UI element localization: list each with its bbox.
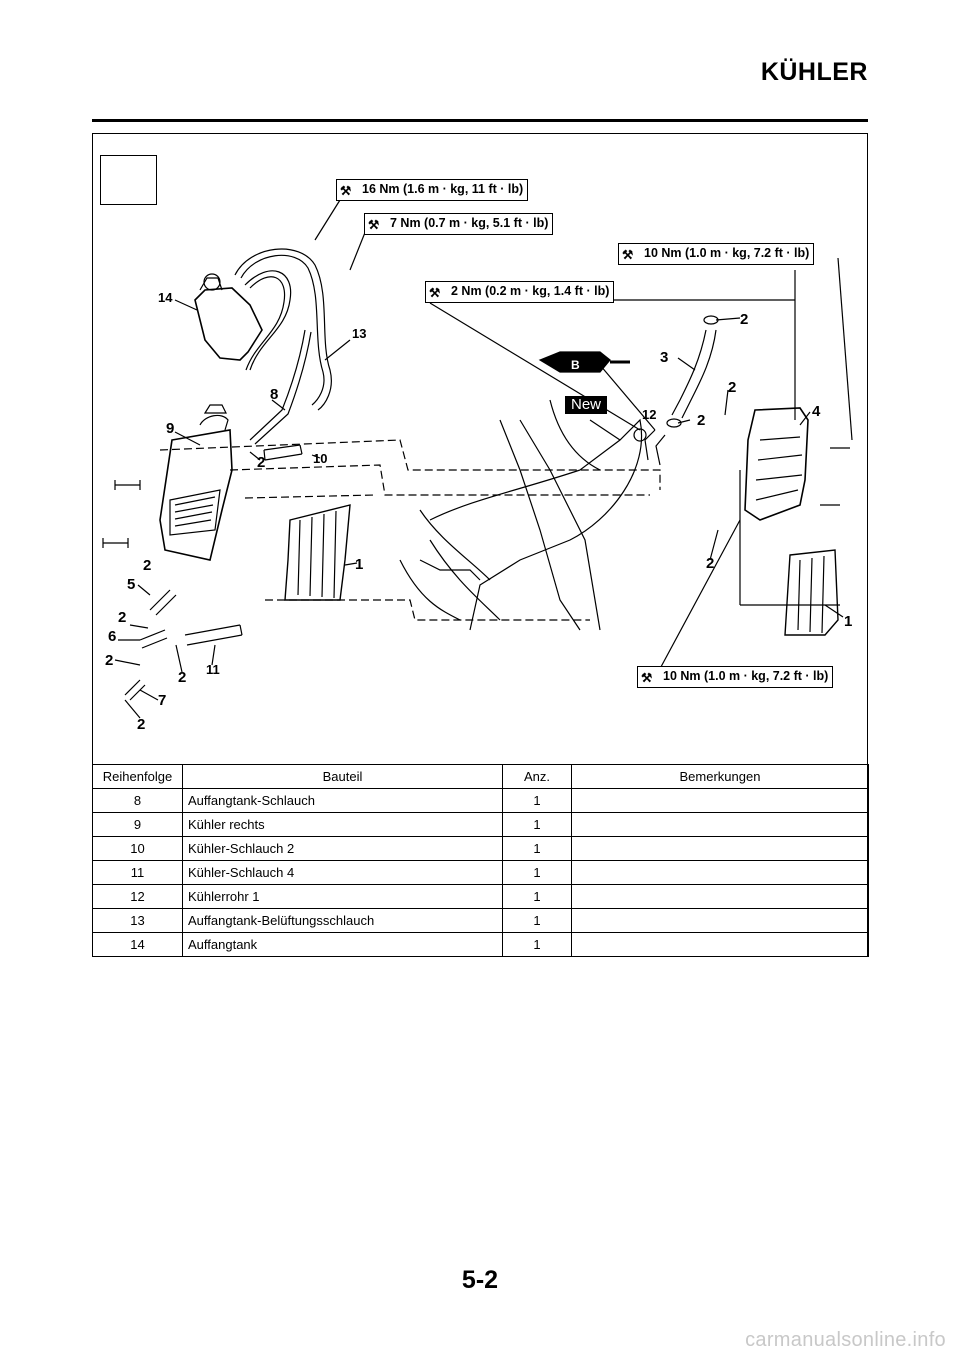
callout-5: 5: [127, 576, 136, 593]
callout-12: 12: [642, 407, 657, 422]
motorcycle-icon: [100, 155, 157, 205]
column-header-order: Reihenfolge: [92, 764, 183, 789]
qty-cell: 1: [502, 908, 572, 933]
remarks-cell: [571, 812, 869, 837]
part-cell: Kühler-Schlauch 2: [182, 836, 503, 861]
callout-1: 1: [844, 613, 853, 630]
callout-14: 14: [158, 290, 173, 305]
callout-2: 2: [728, 379, 737, 396]
wrench-icon: ⚒: [641, 671, 653, 685]
remarks-cell: [571, 932, 869, 957]
callout-2: 2: [740, 311, 749, 328]
callout-2: 2: [105, 652, 114, 669]
callout-4: 4: [812, 403, 821, 420]
torque-spec-2nm: ⚒2 Nm (0.2 m · kg, 1.4 ft · lb): [425, 281, 615, 303]
callout-2: 2: [137, 716, 146, 733]
callout-1: 1: [355, 556, 364, 573]
column-header-part: Bauteil: [182, 764, 503, 789]
callout-9: 9: [166, 420, 175, 437]
remarks-cell: [571, 884, 869, 909]
table-row: 14 Auffangtank 1: [92, 932, 869, 957]
order-cell: 10: [92, 836, 183, 861]
table-row: 13 Auffangtank-Belüftungsschlauch 1: [92, 908, 869, 933]
torque-spec-10nm-top: ⚒10 Nm (1.0 m · kg, 7.2 ft · lb): [618, 243, 815, 265]
callout-7: 7: [158, 692, 167, 709]
watermark: carmanualsonline.info: [745, 1329, 946, 1351]
wrench-icon: ⚒: [368, 218, 380, 232]
callout-3: 3: [660, 349, 669, 366]
qty-cell: 1: [502, 788, 572, 813]
callout-2: 2: [143, 557, 152, 574]
callout-10: 10: [313, 451, 328, 466]
callout-6: 6: [108, 628, 117, 645]
remarks-cell: [571, 836, 869, 861]
column-header-remarks: Bemerkungen: [571, 764, 869, 789]
remarks-cell: [571, 908, 869, 933]
callout-11: 11: [206, 662, 220, 677]
torque-spec-10nm-bottom: ⚒10 Nm (1.0 m · kg, 7.2 ft · lb): [637, 666, 834, 688]
part-cell: Kühler-Schlauch 4: [182, 860, 503, 885]
order-cell: 8: [92, 788, 183, 813]
diagram-frame: [92, 133, 868, 957]
part-cell: Kühler rechts: [182, 812, 503, 837]
qty-cell: 1: [502, 932, 572, 957]
parts-table: Reihenfolge Bauteil Anz. Bemerkungen 8 A…: [92, 764, 869, 957]
order-cell: 11: [92, 860, 183, 885]
order-cell: 14: [92, 932, 183, 957]
qty-cell: 1: [502, 860, 572, 885]
lube-symbol-letter: B: [571, 358, 580, 372]
qty-cell: 1: [502, 836, 572, 861]
column-header-qty: Anz.: [502, 764, 572, 789]
qty-cell: 1: [502, 812, 572, 837]
qty-cell: 1: [502, 884, 572, 909]
callout-2: 2: [118, 609, 127, 626]
table-row: 9 Kühler rechts 1: [92, 812, 869, 837]
table-row: 12 Kühlerrohr 1 1: [92, 884, 869, 909]
order-cell: 13: [92, 908, 183, 933]
table-row: 8 Auffangtank-Schlauch 1: [92, 788, 869, 813]
page-number: 5-2: [461, 1266, 499, 1294]
callout-8: 8: [270, 386, 279, 403]
torque-spec-7nm: ⚒7 Nm (0.7 m · kg, 5.1 ft · lb): [364, 213, 554, 235]
remarks-cell: [571, 860, 869, 885]
title-rule: [92, 119, 868, 122]
callout-2: 2: [257, 454, 266, 471]
table-header-row: Reihenfolge Bauteil Anz. Bemerkungen: [92, 764, 869, 789]
callout-2: 2: [178, 669, 187, 686]
callout-2: 2: [706, 555, 715, 572]
wrench-icon: ⚒: [340, 184, 352, 198]
order-cell: 9: [92, 812, 183, 837]
remarks-cell: [571, 788, 869, 813]
wrench-icon: ⚒: [622, 248, 634, 262]
part-cell: Auffangtank-Belüftungsschlauch: [182, 908, 503, 933]
order-cell: 12: [92, 884, 183, 909]
torque-spec-16nm: ⚒16 Nm (1.6 m · kg, 11 ft · lb): [336, 179, 529, 201]
callout-13: 13: [352, 326, 367, 341]
wrench-icon: ⚒: [429, 286, 441, 300]
callout-2: 2: [697, 412, 706, 429]
table-row: 10 Kühler-Schlauch 2 1: [92, 836, 869, 861]
page-title: KÜHLER: [760, 58, 868, 86]
part-cell: Auffangtank: [182, 932, 503, 957]
part-cell: Kühlerrohr 1: [182, 884, 503, 909]
new-part-tag: New: [565, 396, 608, 414]
table-row: 11 Kühler-Schlauch 4 1: [92, 860, 869, 885]
exploded-radiator-diagram: [102, 168, 853, 719]
part-cell: Auffangtank-Schlauch: [182, 788, 503, 813]
